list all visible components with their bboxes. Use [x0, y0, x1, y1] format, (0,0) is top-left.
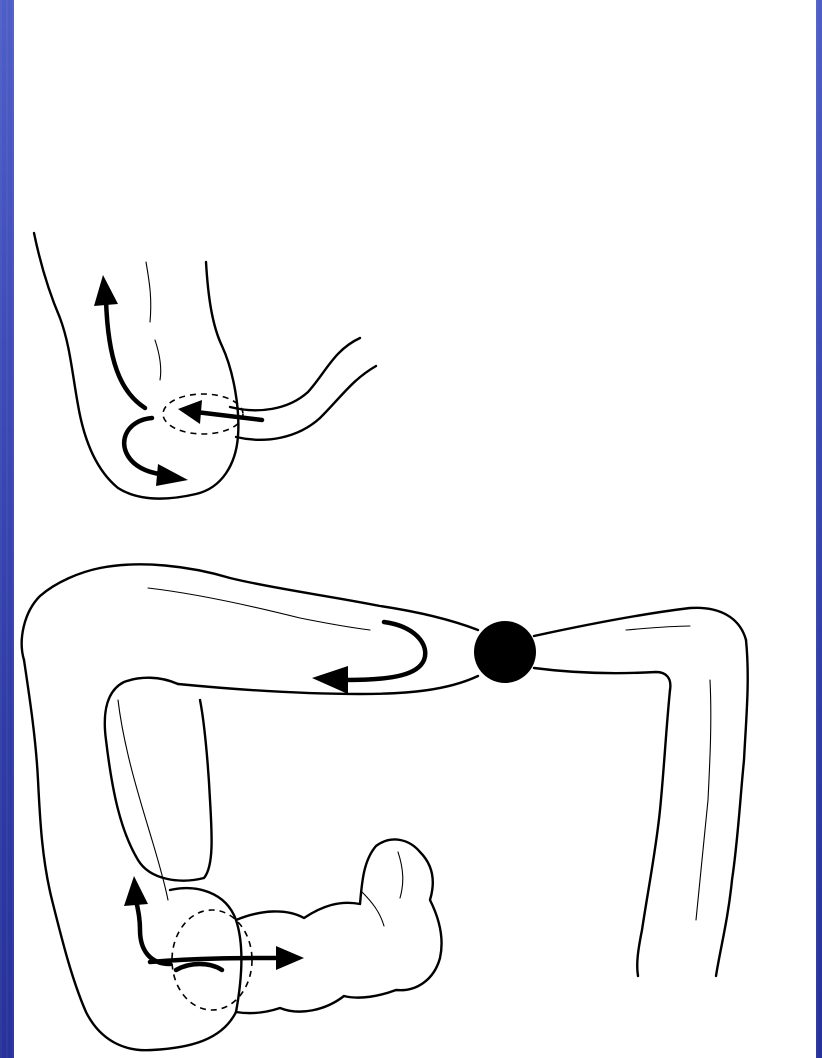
flow-arrow-into-cecum — [196, 412, 262, 420]
descending-colon-outer — [716, 640, 748, 976]
descending-colon-fold-1 — [696, 680, 711, 920]
ileum-upper-edge — [230, 338, 360, 410]
flow-arrow-curl-lower — [176, 964, 222, 970]
transverse-colon-top — [100, 564, 478, 630]
descending-colon-top — [534, 608, 746, 640]
cecum-outline — [34, 233, 238, 499]
colon-panel — [22, 564, 748, 1050]
cecum-fold-1 — [146, 262, 151, 322]
ileum-lower-edge — [236, 366, 376, 440]
cecum-fold-2 — [155, 340, 161, 380]
descending-colon-fold-2 — [626, 626, 690, 630]
flow-arrow-curl — [124, 418, 160, 474]
ascending-colon-fold — [118, 700, 168, 900]
small-bowel-fold-2 — [398, 852, 403, 898]
flow-arrowhead-5 — [124, 876, 148, 906]
flow-arrowhead-6 — [276, 946, 304, 970]
small-bowel-fold-1 — [362, 892, 384, 926]
transverse-colon-top-lobe — [22, 568, 100, 660]
flow-arrow-right-lower — [150, 958, 276, 962]
flow-arrow-reflux — [346, 622, 425, 680]
cecum-lower — [170, 888, 241, 1012]
flow-arrow-up — [106, 300, 145, 408]
descending-colon-inner-top — [534, 668, 670, 690]
descending-colon-inner — [637, 690, 670, 976]
flow-arrowhead-2 — [94, 275, 118, 306]
obstruction-marker — [474, 621, 536, 683]
ileocecal-panel — [34, 233, 376, 499]
ascending-colon-inner — [105, 678, 212, 881]
flow-arrowhead-1 — [178, 400, 202, 424]
small-bowel-loops — [236, 839, 442, 1013]
flow-arrow-up-lower — [136, 900, 170, 964]
flow-arrowhead-4 — [312, 666, 348, 694]
transverse-colon-fold — [148, 588, 370, 630]
flow-arrowhead-3 — [156, 464, 188, 486]
